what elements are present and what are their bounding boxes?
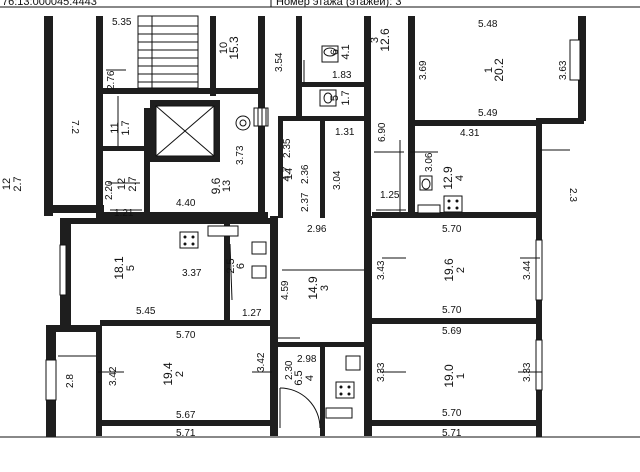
- dim-5-70-c: 5.70: [176, 330, 196, 341]
- room-5-area: 18.1: [112, 256, 126, 280]
- room-2-low-number: 2: [174, 371, 186, 377]
- dim-1-21: 1.21: [114, 208, 134, 219]
- dim-3-42-left: 3.42: [108, 366, 119, 386]
- room-6-top-area: 4.1: [340, 44, 352, 59]
- room-10-number: 10: [218, 42, 230, 54]
- room-2-mid-area: 19.6: [442, 258, 456, 282]
- room-1-low-number: 1: [455, 373, 467, 379]
- dim-3-73: 3.73: [235, 145, 246, 165]
- room-5-wc-number: 5: [329, 95, 341, 101]
- dim-2-76: 2.76: [106, 70, 117, 90]
- dim-5-45: 5.45: [136, 306, 156, 317]
- dim-1-31: 1.31: [335, 127, 355, 138]
- dim-1-25: 1.25: [380, 190, 400, 201]
- fixtures: [179, 45, 463, 429]
- dim-1-83: 1.83: [332, 70, 352, 81]
- dim-2-8: 2.8: [65, 374, 76, 388]
- dim-5-67: 5.67: [176, 410, 196, 421]
- dim-2-3: 2.3: [567, 188, 578, 202]
- header-right-text: Номер этажа (этажей): 3: [276, 0, 401, 8]
- room-labels: 10 15.3 6 4.1 3 12.6 1 20.2 5 1.7 11 1.7…: [1, 28, 506, 388]
- dim-2-30: 2.30: [284, 360, 295, 380]
- dimension-lines: [58, 60, 570, 373]
- dim-3-37: 3.37: [182, 268, 202, 279]
- room-3-number: 3: [319, 285, 331, 291]
- dim-2-35: 2.35: [282, 138, 293, 158]
- dim-2-96: 2.96: [307, 224, 327, 235]
- room-5-number: 5: [125, 265, 137, 271]
- dim-3-44: 3.44: [522, 260, 533, 280]
- walls: [44, 16, 586, 437]
- dim-3-69: 3.69: [418, 60, 429, 80]
- dim-4-59: 4.59: [280, 280, 291, 300]
- dim-5-49: 5.49: [478, 108, 498, 119]
- room-11-number: 11: [109, 122, 121, 133]
- dim-2-37: 2.37: [300, 192, 311, 212]
- staircase: [137, 15, 199, 89]
- dim-4-31: 4.31: [460, 128, 480, 139]
- dim-1-27: 1.27: [242, 308, 262, 319]
- room-14-area: 4.7: [281, 166, 293, 181]
- room-12-small-area: 2.7: [127, 176, 139, 191]
- dim-5-70-d: 5.70: [442, 408, 462, 419]
- room-5-wc-area: 1.7: [340, 90, 352, 105]
- room-6-number: 6: [235, 263, 247, 269]
- room-13-area: 9.6: [209, 177, 223, 194]
- dim-7-2: 7.2: [69, 120, 80, 134]
- room-2-mid-number: 2: [455, 267, 467, 273]
- room-14-number: 14: [283, 168, 295, 180]
- room-12-corridor-number: 12: [1, 178, 13, 190]
- room-2-low-area: 19.4: [161, 362, 175, 386]
- room-3-area: 14.9: [306, 276, 320, 300]
- header: 76:13:000045:4443 Номер этажа (этажей): …: [0, 0, 640, 8]
- room-3-top-area: 12.6: [378, 28, 392, 52]
- dim-3-43: 3.43: [376, 260, 387, 280]
- dim-5-70-b: 5.70: [442, 305, 462, 316]
- header-left-text: 76:13:000045:4443: [2, 0, 97, 8]
- dim-2-20: 2.20: [104, 180, 115, 200]
- dim-5-70-a: 5.70: [442, 224, 462, 235]
- dim-4-40: 4.40: [176, 198, 196, 209]
- dim-3-06: 3.06: [424, 152, 435, 172]
- dim-5-35: 5.35: [112, 17, 132, 28]
- room-4-top-area: 12.9: [441, 166, 455, 190]
- room-10-area: 15.3: [227, 36, 241, 60]
- room-6-top-number: 6: [329, 49, 341, 55]
- dim-6-90: 6.90: [377, 122, 388, 142]
- room-12-corridor-area: 2.7: [12, 176, 24, 191]
- dim-5-71-right: 5.71: [442, 428, 462, 439]
- room-12-small-number: 12: [116, 178, 128, 190]
- dimensions: 5.35 2.76 7.2 3.54 1.83 3.69 5.48 3.63 5…: [65, 17, 578, 439]
- elevator-shaft: [150, 100, 220, 162]
- room-4-low-area: 6.5: [293, 370, 305, 385]
- dim-3-42-right: 3.42: [256, 352, 267, 372]
- dim-3-54: 3.54: [274, 52, 285, 72]
- dim-5-69: 5.69: [442, 326, 462, 337]
- room-1-low-area: 19.0: [442, 364, 456, 388]
- room-3-top-number: 3: [369, 37, 381, 43]
- room-13-number: 13: [221, 180, 233, 192]
- room-4-top-number: 4: [454, 175, 466, 181]
- room-4-low-number: 4: [304, 375, 316, 381]
- room-1-top-area: 20.2: [492, 58, 506, 82]
- dim-3-63: 3.63: [558, 60, 569, 80]
- room-1-top-number: 1: [483, 67, 495, 73]
- dim-2-98: 2.98: [297, 354, 317, 365]
- dim-5-71-left: 5.71: [176, 428, 196, 439]
- dim-5-48: 5.48: [478, 19, 498, 30]
- dim-2-36: 2.36: [300, 164, 311, 184]
- room-11-area: 1.7: [120, 120, 132, 135]
- dim-3-04: 3.04: [332, 170, 343, 190]
